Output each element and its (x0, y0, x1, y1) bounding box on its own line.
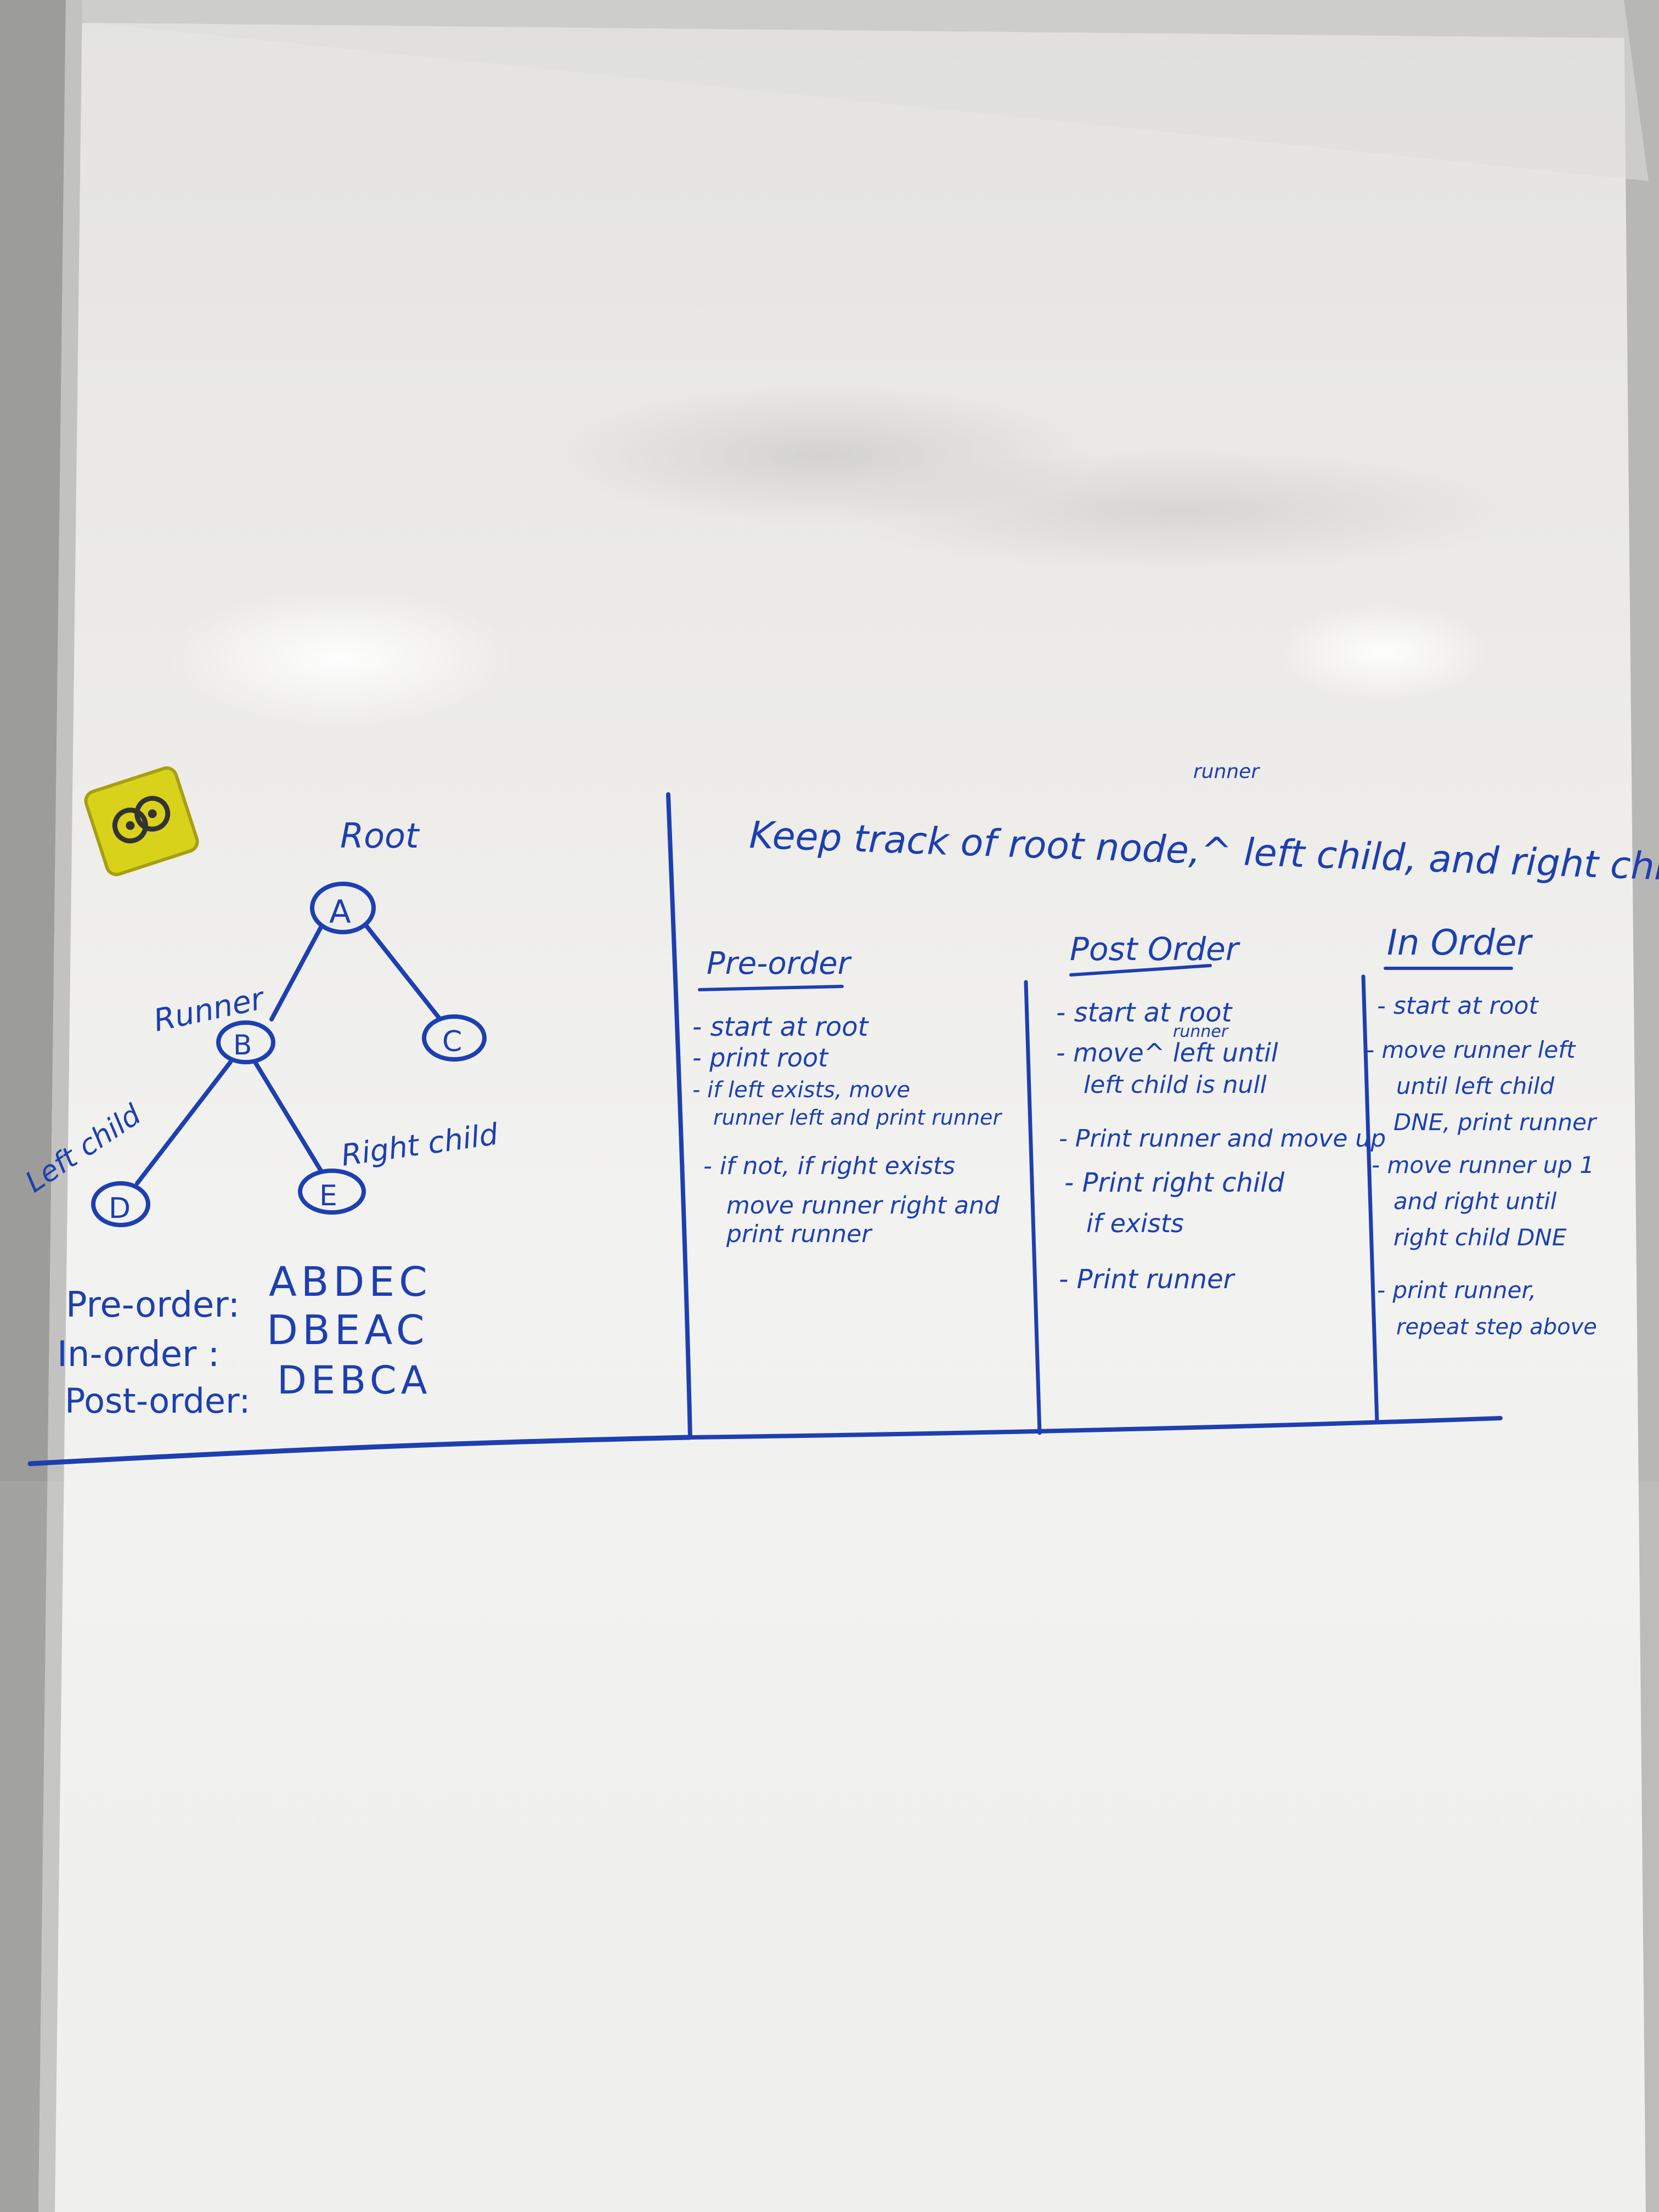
inorder-column: In Order - start at root - move runner l… (1366, 923, 1598, 1340)
inorder-line-5: - move runner up 1 (1372, 1152, 1594, 1178)
node-e: E (319, 1180, 337, 1212)
pre-order-label: Pre-order: (66, 1285, 240, 1325)
pre-order-value: ABDEC (269, 1259, 432, 1306)
postorder-heading-underline (1069, 964, 1212, 977)
lower-board-shading (0, 1481, 1659, 2212)
preorder-heading-underline (698, 985, 844, 991)
main-vertical-divider (666, 792, 692, 1440)
edge-b-e (253, 1060, 323, 1173)
preorder-line-6: move runner right and (726, 1192, 1000, 1220)
post-order-label: Post-order: (65, 1381, 250, 1421)
postorder-heading: Post Order (1070, 930, 1240, 968)
inorder-line-7: right child DNE (1393, 1224, 1567, 1251)
preorder-line-1: - start at root (692, 1012, 870, 1042)
in-order-label: In-order : (57, 1334, 219, 1375)
header-title: Keep track of root node,^ left child, an… (748, 814, 1659, 890)
node-a: A (329, 893, 351, 930)
preorder-line-5: - if not, if right exists (703, 1152, 955, 1180)
right-frame (1624, 0, 1659, 2212)
node-c-circle (422, 1014, 487, 1062)
edge-a-c (364, 924, 441, 1020)
frame-shadow (82, 0, 1649, 181)
eraser (84, 766, 199, 877)
tree-diagram: Root A Runner B C Left child Right child… (20, 816, 500, 1227)
postorder-line-5: - Print right child (1064, 1167, 1285, 1198)
inorder-line-8: - print runner, (1377, 1277, 1536, 1304)
postorder-line-2: - move^ left until (1056, 1038, 1278, 1068)
right-bottom-line (688, 1416, 1503, 1440)
inorder-line-9: repeat step above (1396, 1314, 1597, 1340)
in-order-result: In-order : DBEAC (57, 1307, 429, 1375)
traversal-results: Pre-order: ABDEC In-order : DBEAC Post-o… (57, 1259, 432, 1421)
column-divider-two (1361, 974, 1379, 1424)
in-order-value: DBEAC (267, 1307, 429, 1354)
preorder-line-4: runner left and print runner (713, 1105, 1002, 1130)
inorder-line-2: - move runner left (1366, 1036, 1576, 1063)
preorder-line-7: print runner (726, 1220, 873, 1248)
preorder-line-3: - if left exists, move (692, 1077, 910, 1103)
header-runner-insert: runner (1193, 760, 1260, 783)
preorder-line-2: - print root (692, 1043, 829, 1073)
pre-order-result: Pre-order: ABDEC (66, 1259, 432, 1325)
inorder-line-1: - start at root (1377, 992, 1539, 1020)
eraser-icon (112, 795, 171, 844)
preorder-heading: Pre-order (707, 946, 852, 981)
postorder-line-1: - start at root (1056, 997, 1233, 1028)
post-order-result: Post-order: DEBCA (65, 1358, 432, 1421)
node-d-circle (91, 1181, 150, 1227)
postorder-line-3: left child is null (1084, 1071, 1267, 1099)
header-note: runner Keep track of root node,^ left ch… (748, 760, 1659, 890)
inorder-line-6: and right until (1393, 1188, 1557, 1215)
edge-b-d (135, 1060, 233, 1186)
node-b-circle (216, 1020, 275, 1064)
inorder-line-4: DNE, print runner (1393, 1109, 1598, 1136)
inorder-line-3: until left child (1396, 1073, 1555, 1099)
postorder-runner-insert: runner (1173, 1022, 1229, 1041)
left-frame-edge (38, 0, 82, 2212)
node-c: C (442, 1025, 462, 1058)
right-child-label: Right child (339, 1116, 500, 1173)
postorder-column: Post Order runner - start at root - move… (1056, 930, 1386, 1295)
node-d: D (109, 1192, 131, 1225)
column-divider-one (1024, 980, 1042, 1435)
post-order-value: DEBCA (277, 1358, 432, 1403)
left-bottom-line (27, 1435, 693, 1466)
postorder-line-7: - Print runner (1059, 1264, 1236, 1295)
node-e-circle (298, 1169, 366, 1215)
root-label: Root (340, 816, 420, 856)
postorder-line-4: - Print runner and move up (1059, 1125, 1386, 1153)
node-b: B (233, 1029, 252, 1061)
edge-a-b (269, 925, 323, 1022)
preorder-column: Pre-order - start at root - print root -… (692, 946, 1002, 1248)
postorder-line-6: if exists (1086, 1209, 1184, 1238)
inorder-heading: In Order (1387, 923, 1533, 963)
node-a-circle (310, 882, 376, 934)
left-frame (0, 0, 66, 2212)
